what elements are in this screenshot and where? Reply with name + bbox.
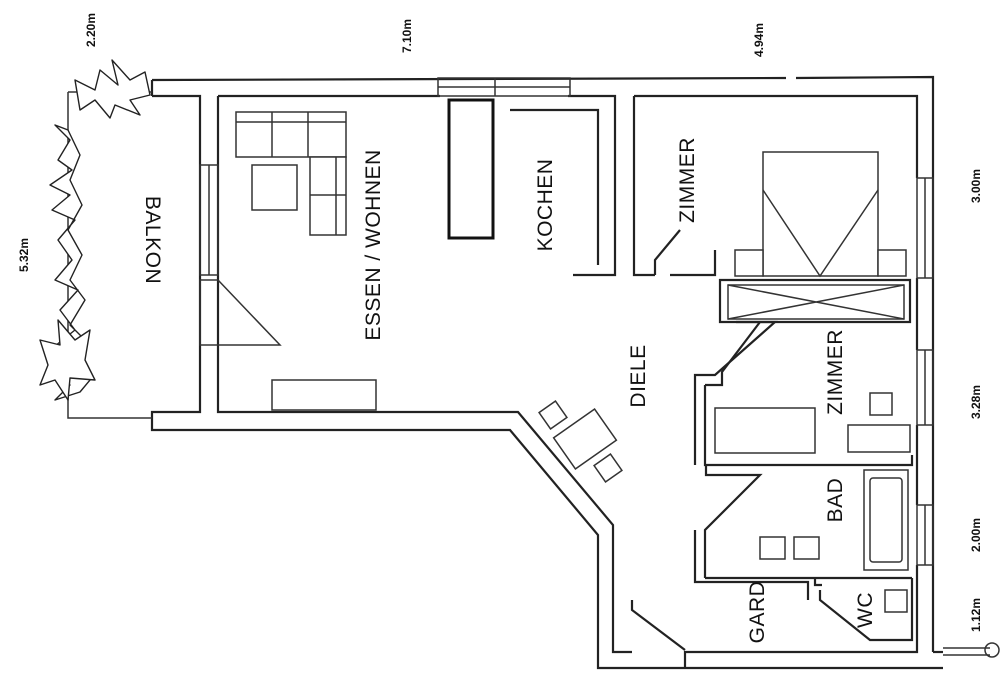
dim-balkon-length: 5.32m xyxy=(17,238,31,272)
dining-set xyxy=(538,400,623,483)
dim-balkon-width: 2.20m xyxy=(84,13,98,47)
wc-toilet xyxy=(884,589,908,613)
balcony-door-swing xyxy=(199,279,282,346)
coffee-table xyxy=(251,164,298,211)
chair xyxy=(869,392,893,416)
room-label-wc: WC xyxy=(854,592,877,628)
bathtub xyxy=(863,469,909,571)
balcony-plants xyxy=(39,59,152,419)
interior-walls xyxy=(630,229,914,651)
sideboard xyxy=(271,379,377,411)
dim-zimmer-2-depth: 3.28m xyxy=(969,385,983,419)
dim-zimmer-1-depth: 3.00m xyxy=(969,169,983,203)
dim-wc-depth: 1.12m xyxy=(969,598,983,632)
room-label-balkon: BALKON xyxy=(141,196,164,284)
room-label-zimmer-1: ZIMMER xyxy=(676,137,699,223)
wardrobe xyxy=(727,284,905,320)
dim-bad-depth: 2.00m xyxy=(969,518,983,552)
sink-2 xyxy=(793,536,820,560)
room-label-gard: GARD xyxy=(746,581,769,644)
entrance-marker xyxy=(943,642,1000,658)
cabinet xyxy=(847,424,911,453)
room-label-zimmer-2: ZIMMER xyxy=(824,329,847,415)
room-label-essen-wohnen: ESSEN / WOHNEN xyxy=(362,149,385,340)
dim-room-width: 4.94m xyxy=(752,23,766,57)
sink-1 xyxy=(759,536,786,560)
room-label-diele: DIELE xyxy=(627,344,650,407)
desk xyxy=(714,407,816,454)
dim-living-width: 7.10m xyxy=(400,19,414,53)
sofa xyxy=(235,111,347,236)
room-label-bad: BAD xyxy=(824,478,847,523)
room-label-kochen: KOCHEN xyxy=(534,159,557,252)
kitchen-counter xyxy=(447,98,495,240)
windows xyxy=(199,77,934,566)
bed xyxy=(734,151,907,278)
